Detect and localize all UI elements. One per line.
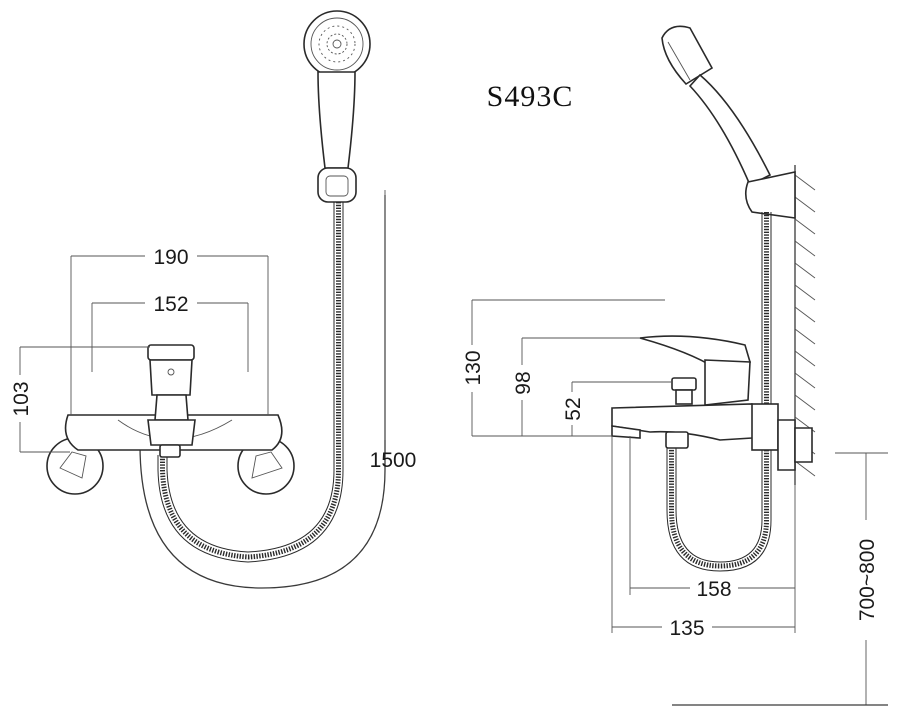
- shower-hose-front: [157, 202, 344, 563]
- front-view: 190 152 103 1500: [10, 10, 417, 589]
- shower-head-side: [661, 25, 796, 219]
- shower-head-front: [303, 10, 371, 203]
- side-dimensions: [471, 299, 888, 706]
- dim-body-height: 103: [10, 381, 33, 416]
- dim-hose-length: 1500: [370, 449, 417, 472]
- dim-lever-top-height: 130: [462, 350, 485, 385]
- front-dimensions: [19, 190, 386, 453]
- hose-arc-guide: [139, 195, 386, 589]
- dim-wall-to-spout: 135: [669, 617, 704, 640]
- mixer-body-side: [611, 335, 813, 471]
- shower-hose-side: [666, 212, 772, 572]
- dim-wall-to-outlet: 158: [696, 578, 731, 601]
- dim-overall-width: 190: [153, 246, 188, 269]
- dim-center-distance: 152: [153, 293, 188, 316]
- dim-body-top-height: 98: [512, 371, 535, 394]
- side-view: 130 98 52 158 135 700~800: [462, 25, 888, 706]
- mixer-body-front: [46, 344, 295, 495]
- dim-diverter-height: 52: [562, 397, 585, 420]
- model-label: S493C: [487, 80, 574, 113]
- dim-install-height: 700~800: [856, 539, 879, 621]
